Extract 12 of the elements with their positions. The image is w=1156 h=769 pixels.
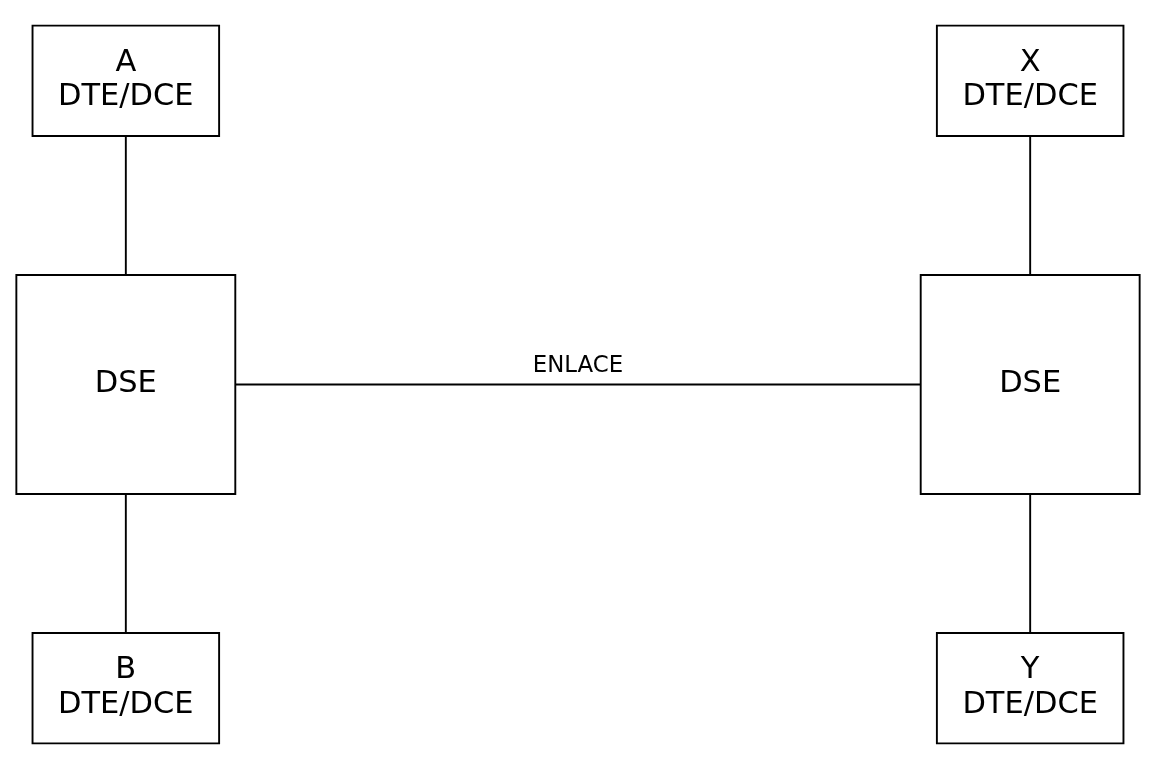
- connector: [1029, 493, 1032, 634]
- node-box: B DTE/DCE: [31, 632, 221, 745]
- node-box: X DTE/DCE: [935, 24, 1125, 137]
- node-box: A DTE/DCE: [31, 24, 221, 137]
- edge-label: ENLACE: [532, 351, 624, 378]
- node-box: Y DTE/DCE: [935, 632, 1125, 745]
- connector: [124, 493, 127, 634]
- connector: [124, 135, 127, 276]
- connector: [234, 383, 922, 386]
- node-box: DSE: [15, 274, 237, 495]
- node-box: DSE: [919, 274, 1141, 495]
- connector: [1029, 135, 1032, 276]
